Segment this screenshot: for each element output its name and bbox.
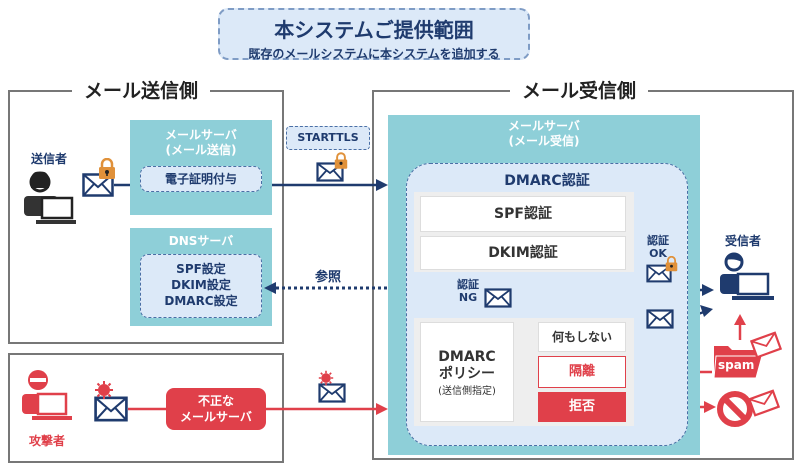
spam-envelope-icon <box>749 331 783 359</box>
auth-ok-arrow-head <box>702 284 714 296</box>
attacker-label: 攻撃者 <box>28 434 65 448</box>
sender-person-icon <box>24 171 76 224</box>
reject-prohibited-icon <box>717 391 753 427</box>
policy-title-1: DMARC <box>438 349 496 365</box>
auth-ng-text-2: NG <box>458 291 478 304</box>
starttls-lock-icon <box>334 152 348 169</box>
dmarc-policy-box: DMARC ポリシー (送信側指定) <box>420 322 514 422</box>
reject-arrow-head <box>704 401 716 413</box>
reference-label: 参照 <box>314 270 341 285</box>
sender-mail-server-subtitle: (メール送信) <box>165 143 237 157</box>
dns-setting-spf: SPF設定 <box>176 262 226 276</box>
auth-ok-lock-icon <box>665 256 678 272</box>
attacker-envelope-icon <box>94 396 128 422</box>
dmarc-auth-title: DMARC認証 <box>504 173 590 189</box>
auth-ng-label: 認証 NG <box>454 278 482 304</box>
spf-auth-box: SPF認証 <box>420 196 626 232</box>
policy-title-3: (送信側指定) <box>438 386 496 397</box>
dns-settings-box: SPF設定 DKIM設定 DMARC設定 <box>140 254 262 318</box>
auth-ng-envelope-icon <box>484 288 512 308</box>
policy-action-reject: 拒否 <box>538 392 626 422</box>
sender-label: 送信者 <box>30 152 67 166</box>
policy-title-2: ポリシー <box>439 366 495 382</box>
rogue-server-text-2: メールサーバ <box>180 410 252 424</box>
dns-server-title: DNSサーバ <box>168 234 234 248</box>
attacker-person-icon <box>22 370 72 420</box>
malicious-virus-icon <box>318 370 334 386</box>
sender-envelope-icon <box>82 173 114 197</box>
spam-label: spam <box>718 358 755 372</box>
spam-folder-icon <box>713 346 763 379</box>
rogue-mail-server: 不正な メールサーバ <box>166 388 266 430</box>
rogue-server-text-1: 不正な <box>197 394 234 408</box>
attacker-virus-icon <box>95 381 113 399</box>
receiver-side-label: メール受信側 <box>510 76 649 103</box>
dns-setting-dkim: DKIM設定 <box>171 278 231 292</box>
auth-ok-text-1: 認証 <box>647 234 669 247</box>
dns-server: DNSサーバ SPF設定 DKIM設定 DMARC設定 <box>130 228 272 326</box>
banner-subtitle: 既存のメールシステムに本システムを追加する <box>248 47 500 61</box>
rogue-arrow-head <box>376 403 388 415</box>
reject-envelope-icon <box>747 389 781 417</box>
auth-ok-label: 認証 OK <box>643 234 673 260</box>
policy-action-quarantine: 隔離 <box>538 356 626 388</box>
service-scope-banner: 本システムご提供範囲 既存のメールシステムに本システムを追加する <box>218 8 530 61</box>
starttls-badge: STARTTLS <box>286 126 370 150</box>
do-nothing-envelope-icon <box>646 309 674 329</box>
reference-arrow-head <box>264 282 276 294</box>
auth-ng-text-1: 認証 <box>457 278 479 291</box>
dkim-auth-box: DKIM認証 <box>420 236 626 270</box>
digital-signature-box: 電子証明付与 <box>140 166 262 192</box>
dns-setting-dmarc: DMARC設定 <box>164 294 238 308</box>
recipient-label: 受信者 <box>724 234 761 248</box>
send-arrow-head <box>376 179 388 191</box>
receiver-mail-server-subtitle: (メール受信) <box>508 134 580 148</box>
auth-ok-text-2: OK <box>649 247 667 260</box>
policy-action-none: 何もしない <box>538 322 626 352</box>
auth-ok-envelope-icon <box>646 264 672 283</box>
sender-lock-icon <box>99 158 115 179</box>
sender-mail-server-title: メールサーバ <box>165 128 237 142</box>
malicious-envelope-icon <box>318 383 346 403</box>
recipient-person-icon <box>720 252 774 300</box>
banner-title: 本システムご提供範囲 <box>274 18 474 42</box>
sender-side-label: メール送信側 <box>72 76 211 103</box>
sender-mail-server: メールサーバ (メール送信) 電子証明付与 <box>130 120 272 215</box>
do-nothing-arrow-head <box>700 305 713 317</box>
receiver-mail-server-title: メールサーバ <box>508 119 580 133</box>
spam-arrow-head <box>734 314 746 325</box>
